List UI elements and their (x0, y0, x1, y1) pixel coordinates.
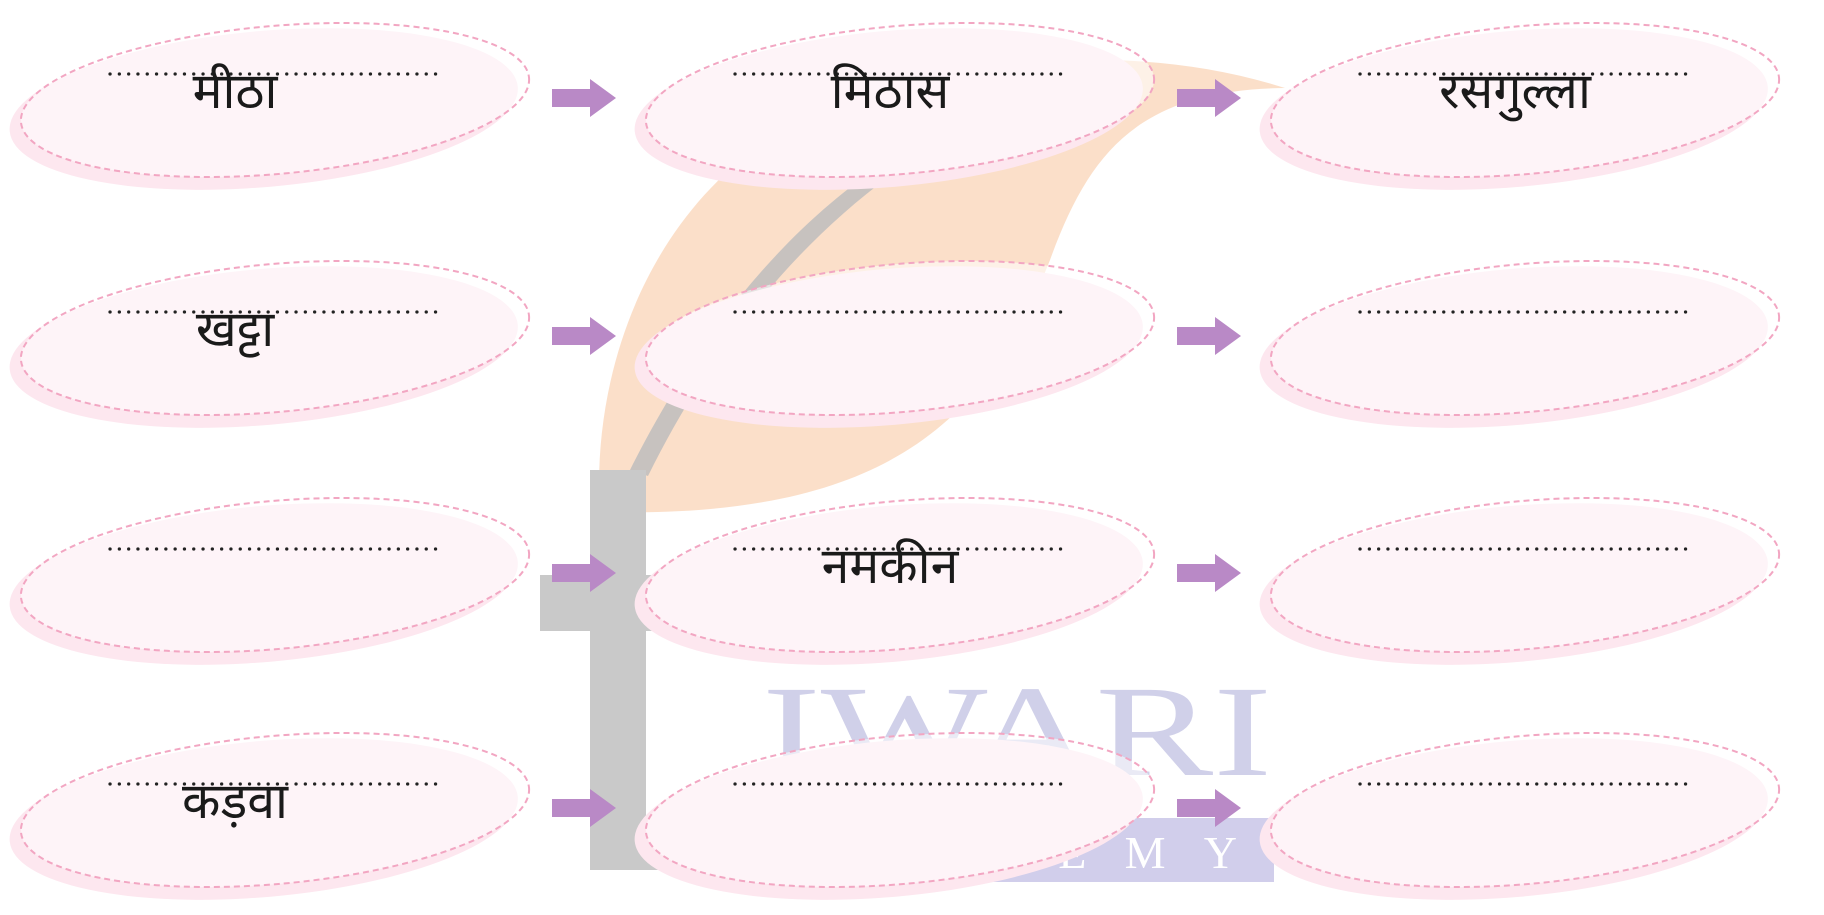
word-bubble (1259, 260, 1781, 428)
word-grid: मीठा मिठास रसगुल्ला खट्टा नमकीन कड़वा (9, 22, 1781, 900)
arrow-shape (552, 317, 616, 355)
bubble-outline (644, 497, 1156, 653)
arrow-right-icon (1177, 79, 1241, 117)
arrow-right-icon (552, 317, 616, 355)
bubble-outline (1269, 260, 1781, 416)
arrow-shape (552, 789, 616, 827)
word-text: मीठा (193, 62, 279, 120)
arrow-right-icon (1177, 317, 1241, 355)
bubble-outline (1269, 497, 1781, 653)
arrow-right-icon (1177, 789, 1241, 827)
bubble-outline (1269, 732, 1781, 888)
word-text: रसगुल्ला (1439, 62, 1592, 122)
arrow-shape (1177, 554, 1241, 592)
word-bubble: नमकीन (634, 497, 1156, 665)
arrow-grid (552, 79, 1241, 827)
word-bubble: कड़वा (9, 732, 531, 900)
word-text: नमकीन (822, 537, 960, 595)
bubble-outline (19, 260, 531, 416)
bubble-outline (19, 497, 531, 653)
bubble-outline (1269, 22, 1781, 178)
word-text: खट्टा (196, 300, 275, 358)
arrow-right-icon (552, 79, 616, 117)
word-bubble: खट्टा (9, 260, 531, 428)
arrow-shape (1177, 317, 1241, 355)
word-bubble: मीठा (9, 22, 531, 190)
word-bubble (634, 260, 1156, 428)
word-text: मिठास (831, 62, 951, 120)
arrow-right-icon (552, 554, 616, 592)
bubble-outline (644, 22, 1156, 178)
arrow-right-icon (1177, 554, 1241, 592)
word-bubble (1259, 732, 1781, 900)
word-bubble: मिठास (634, 22, 1156, 190)
bubble-outline (19, 22, 531, 178)
arrow-shape (552, 554, 616, 592)
word-bubble: रसगुल्ला (1259, 22, 1781, 190)
word-bubble (1259, 497, 1781, 665)
arrow-shape (1177, 789, 1241, 827)
bubble-outline (19, 732, 531, 888)
bubble-outline (644, 260, 1156, 416)
arrow-shape (1177, 79, 1241, 117)
arrow-right-icon (552, 789, 616, 827)
word-text: कड़वा (182, 772, 289, 830)
word-bubble (9, 497, 531, 665)
bubble-outline (644, 732, 1156, 888)
word-bubble (634, 732, 1156, 900)
arrow-shape (552, 79, 616, 117)
